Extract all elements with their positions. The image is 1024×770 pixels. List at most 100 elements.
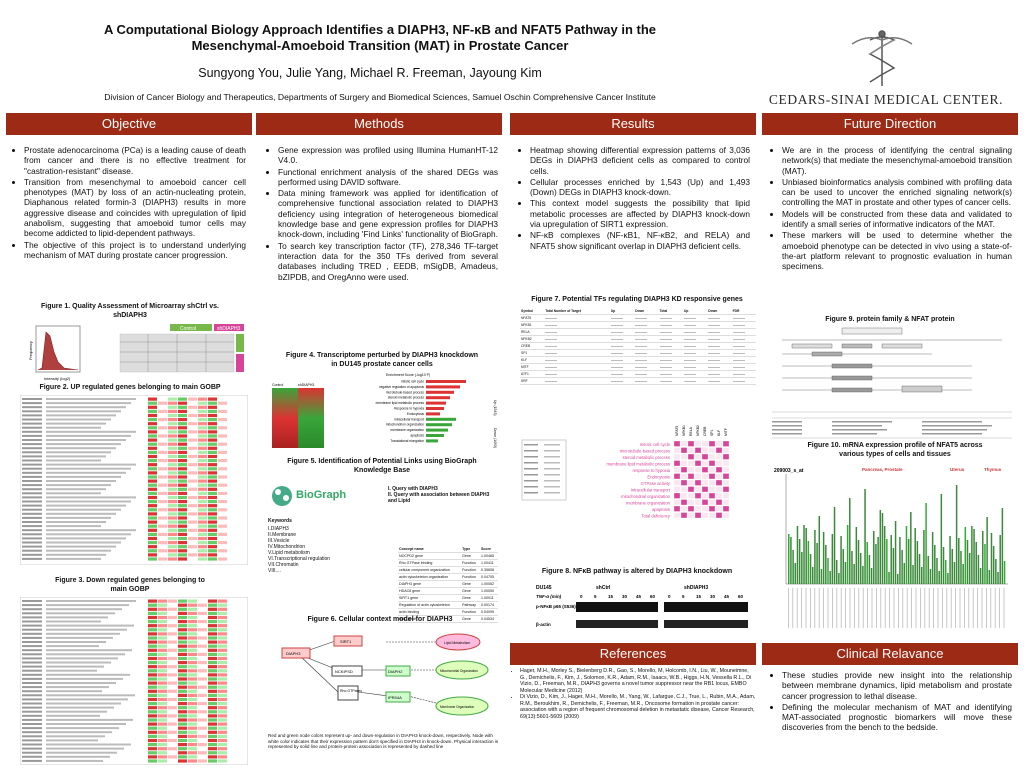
- heat-cell: [208, 418, 217, 422]
- fig10-bar: [831, 534, 834, 584]
- heat-cell: [178, 487, 187, 491]
- table-cell: [22, 451, 42, 454]
- heat-cell: [178, 413, 187, 418]
- figure-9-caption: Figure 9. protein family & NFAT protein: [825, 316, 955, 323]
- table-cell: [46, 451, 111, 454]
- table-cell: [22, 443, 42, 446]
- table-cell: [22, 759, 42, 762]
- heat-cell: [188, 520, 197, 524]
- heat-cell: [208, 615, 217, 620]
- heat-cell: [198, 718, 207, 722]
- fig10-bar: [811, 567, 814, 584]
- heat-cell: [178, 755, 187, 759]
- fig10-bar: [833, 507, 836, 584]
- heat-cell: [218, 644, 227, 648]
- heat-cell: [168, 759, 177, 763]
- heat-cell: [218, 603, 227, 607]
- heat-cell: [218, 454, 227, 459]
- fig7-heat-cell: [722, 440, 730, 447]
- heat-cell: [208, 545, 217, 549]
- fig7-heat-cell: [694, 499, 702, 506]
- heat-cell: [168, 446, 177, 450]
- heat-cell: [208, 611, 217, 615]
- fig4-bar: [426, 439, 438, 443]
- table-cell: [22, 669, 42, 672]
- fig10-bar: [905, 526, 908, 584]
- fig7-heat-cell: [680, 505, 688, 512]
- results-bullet: This context model suggests the possibil…: [530, 198, 750, 229]
- heat-cell: [148, 409, 157, 413]
- table-cell: [22, 484, 42, 487]
- heat-cell: [158, 656, 167, 661]
- table-cell: [46, 636, 113, 639]
- fig7-tf-label: NFKB2: [696, 425, 700, 436]
- heat-cell: [168, 689, 177, 693]
- table-cell: [22, 410, 42, 413]
- heat-cell: [198, 615, 207, 620]
- objective-bullet: The objective of this project is to unde…: [24, 240, 246, 261]
- heat-cell: [158, 603, 167, 607]
- heat-cell: [168, 603, 177, 607]
- fig7-heat-cell: [673, 460, 681, 467]
- table-cell: [46, 710, 107, 713]
- table-cell: [46, 600, 136, 602]
- fig7-heat-cell: [694, 466, 702, 473]
- fig7-heat-cell: [687, 466, 695, 473]
- table-cell: [46, 673, 130, 676]
- heat-cell: [188, 677, 197, 681]
- fig10-tick-label: [801, 588, 802, 628]
- table-cell: [46, 475, 121, 478]
- heat-cell: [208, 702, 217, 706]
- heat-cell: [158, 500, 167, 504]
- figure-4-heatmap: Control shDIAPH3 Enrichment Score (-log1…: [268, 372, 500, 452]
- table-cell: [46, 624, 134, 627]
- heat-cell: [178, 697, 187, 702]
- heat-cell: [178, 491, 187, 495]
- heat-cell: [198, 545, 207, 549]
- fig10-tick-label: [902, 588, 904, 628]
- heat-cell: [148, 702, 157, 706]
- heat-cell: [178, 648, 187, 652]
- fig10-tick-label: [964, 588, 965, 628]
- fig7-heat-cell: [722, 499, 730, 506]
- table-cell: [22, 624, 42, 627]
- fig10-bar: [801, 552, 803, 584]
- heat-cell: [148, 743, 157, 747]
- heat-cell: [158, 450, 167, 454]
- table-cell: [22, 710, 42, 713]
- fig10-bar: [966, 540, 969, 584]
- heat-cell: [208, 430, 217, 434]
- svg-text:Membrane Organization: Membrane Organization: [440, 705, 474, 709]
- heat-cell: [208, 747, 217, 751]
- fig10-tick-label: [827, 588, 829, 628]
- heat-cell: [148, 738, 157, 743]
- heat-cell: [218, 665, 227, 669]
- heat-cell: [168, 677, 177, 681]
- fig7-heat-cell: [680, 512, 688, 519]
- table-cell: [46, 690, 102, 693]
- heat-cell: [208, 730, 217, 734]
- table-cell: [46, 422, 106, 425]
- fig10-bar: [962, 564, 964, 584]
- heat-cell: [208, 632, 217, 636]
- fig7-term-label: Intracellular transport: [631, 488, 671, 493]
- heat-cell: [218, 430, 227, 434]
- heat-cell: [198, 422, 207, 426]
- fig7-tf-label: SP1: [710, 429, 714, 436]
- heat-cell: [208, 644, 217, 648]
- fig7-term-label: apoptosis: [652, 507, 670, 512]
- fig10-tick-label: [898, 588, 899, 628]
- figure-10-caption: Figure 10. mRNA expression profile of NF…: [807, 442, 983, 458]
- fig7-heat-cell: [694, 453, 702, 460]
- fig10-bar: [901, 550, 903, 584]
- fig10-bar: [892, 548, 895, 584]
- heat-cell: [148, 516, 157, 520]
- heat-cell: [168, 714, 177, 718]
- heat-cell: [178, 603, 187, 607]
- heat-cell: [148, 454, 157, 459]
- heat-cell: [208, 652, 217, 656]
- heat-cell: [148, 430, 157, 434]
- heat-cell: [208, 463, 217, 467]
